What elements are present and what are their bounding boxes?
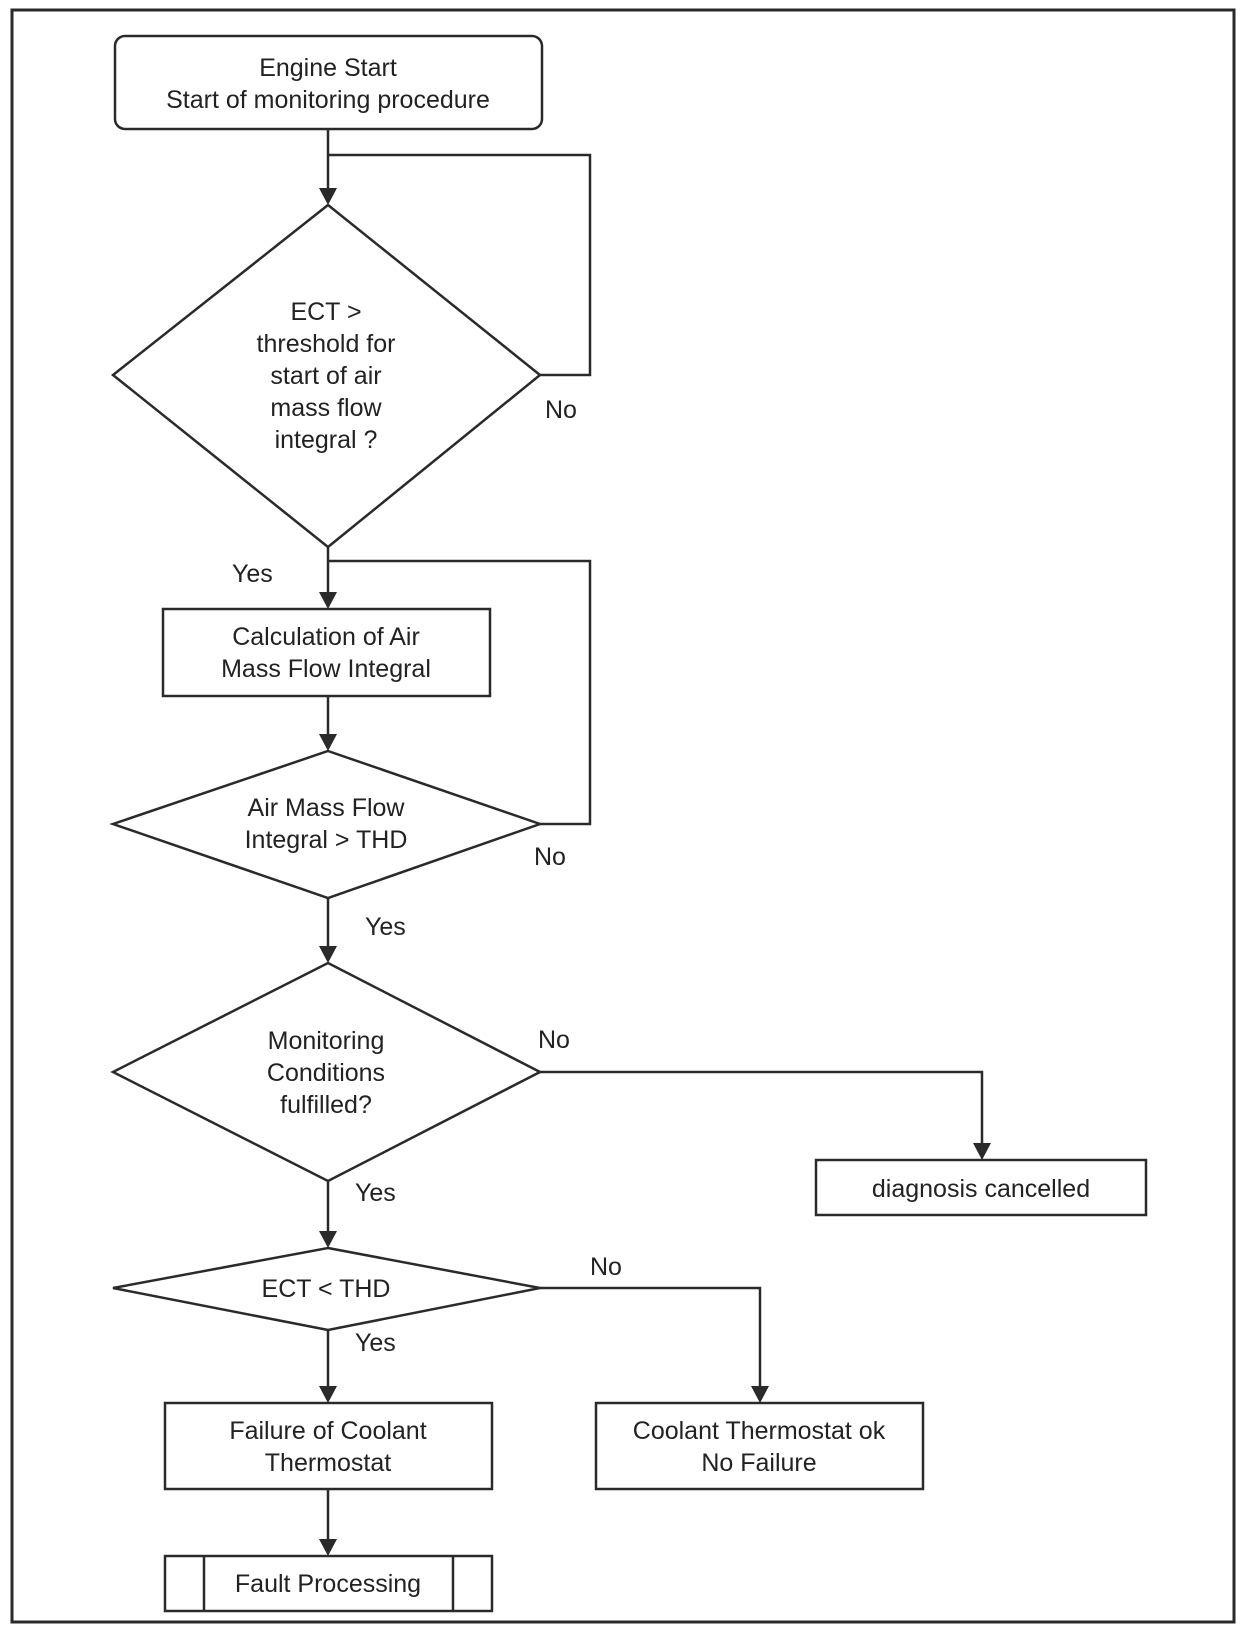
process-coolant-thermostat-ok: Coolant Thermostat ok No Failure [594,1401,925,1491]
start-line-2: Start of monitoring procedure [166,86,490,114]
connector-failure-to-fault [319,1489,337,1556]
loop-ect-threshold-no: No [328,153,592,424]
process-diagnosis-cancelled: diagnosis cancelled [814,1158,1148,1217]
decision-ect-threshold: ECT > threshold for start of air mass fl… [110,203,542,549]
decision-ect-thd: ECT < THD [112,1246,541,1332]
decision-air-mass-flow: Air Mass Flow Integral > THD [109,749,544,900]
process-calculation-line-1: Calculation of Air [232,623,420,651]
connector-calculation-to-air-mass [319,696,337,751]
decision-ect-threshold-line-5: integral ? [275,426,378,454]
ect-thd-yes-label: Yes [355,1329,396,1357]
decision-air-mass-line-2: Integral > THD [245,826,408,854]
connector-ect-thd-yes: Yes [319,1329,396,1403]
ect-threshold-yes-label: Yes [232,560,273,588]
ok-line-1: Coolant Thermostat ok [633,1417,886,1445]
decision-ect-threshold-line-1: ECT > [290,298,361,326]
monitoring-yes-label: Yes [355,1179,396,1207]
diagnosis-cancelled-label: diagnosis cancelled [872,1175,1090,1203]
decision-monitoring-line-3: fulfilled? [280,1091,372,1119]
predefined-process-fault-processing: Fault Processing [163,1554,494,1613]
start-line-1: Engine Start [259,54,397,82]
connector-ect-threshold-yes: Yes [232,547,337,609]
air-mass-no-label: No [534,843,566,871]
air-mass-yes-label: Yes [365,913,406,941]
failure-line-2: Thermostat [265,1449,391,1477]
loop-air-mass-no: No [328,559,592,871]
decision-ect-threshold-line-2: threshold for [257,330,396,358]
ect-threshold-no-label: No [545,396,577,424]
connector-air-mass-yes: Yes [319,898,406,963]
connector-monitoring-no: No [538,1026,991,1160]
decision-air-mass-line-1: Air Mass Flow [248,794,406,822]
connector-monitoring-yes: Yes [319,1179,396,1248]
fault-processing-label: Fault Processing [235,1570,421,1598]
decision-ect-thd-label: ECT < THD [262,1275,391,1303]
decision-monitoring-conditions: Monitoring Conditions fulfilled? [110,961,543,1183]
decision-monitoring-line-2: Conditions [267,1059,385,1087]
decision-monitoring-line-1: Monitoring [268,1027,385,1055]
outer-frame [10,8,1236,1624]
connector-ect-thd-no: No [540,1253,769,1403]
process-failure-coolant-thermostat: Failure of Coolant Thermostat [163,1401,494,1491]
process-calculation-line-2: Mass Flow Integral [221,655,431,683]
failure-line-1: Failure of Coolant [229,1417,426,1445]
start-terminal: Engine Start Start of monitoring procedu… [113,34,544,131]
decision-ect-threshold-line-3: start of air [270,362,381,390]
ok-line-2: No Failure [701,1449,816,1477]
connector-start-to-ect-threshold [319,129,337,205]
process-calculation: Calculation of Air Mass Flow Integral [161,607,492,698]
decision-ect-threshold-line-4: mass flow [270,394,382,422]
ect-thd-no-label: No [590,1253,622,1281]
monitoring-no-label: No [538,1026,570,1054]
